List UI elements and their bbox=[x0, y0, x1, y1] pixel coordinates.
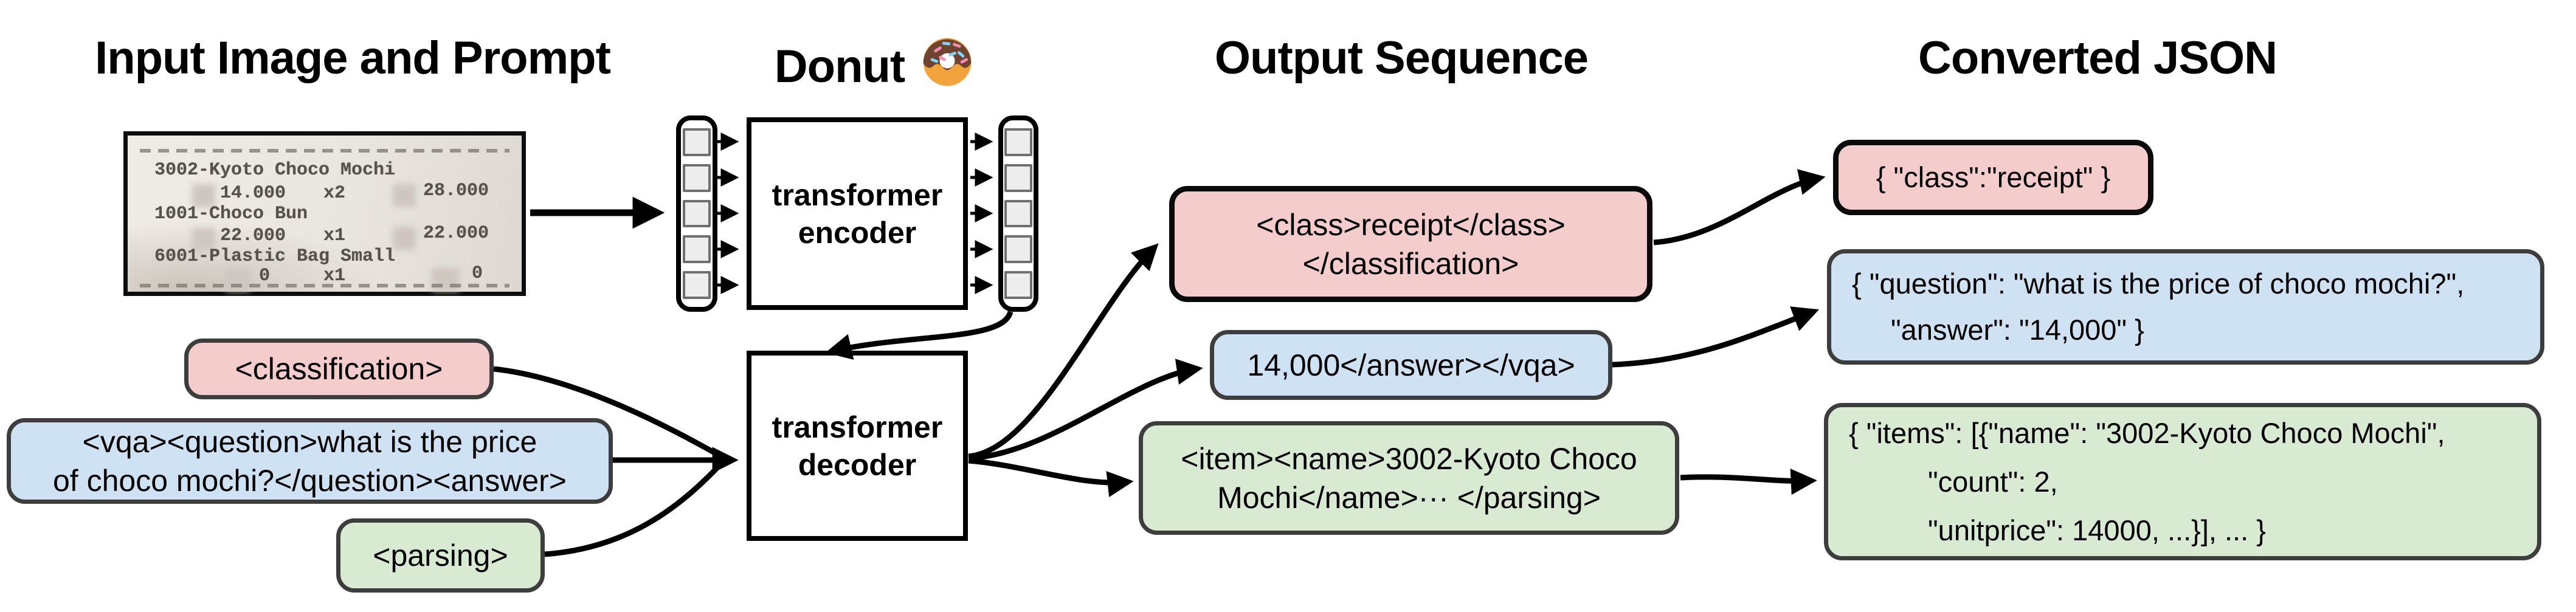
receipt-redaction bbox=[393, 227, 416, 250]
prompt-parsing-text: <parsing> bbox=[373, 538, 508, 572]
receipt-redaction bbox=[432, 268, 460, 291]
arrows-encoder-to-patches bbox=[970, 132, 993, 294]
column-title-json: Converted JSON bbox=[1918, 32, 2277, 84]
arrow-decoder-to-parsing bbox=[968, 458, 1134, 498]
receipt-image: 3002-Kyoto Choco Mochi 14.000 x2 28.000 … bbox=[123, 131, 526, 296]
receipt-qty: x2 bbox=[323, 183, 346, 204]
patch-token bbox=[1004, 128, 1032, 156]
patch-token bbox=[1004, 163, 1032, 192]
output-classification-text: <class>receipt</class> bbox=[1256, 207, 1566, 242]
output-classification-box: <class>receipt</class> </classification> bbox=[1169, 186, 1652, 302]
receipt-qty: x1 bbox=[323, 225, 346, 246]
patch-token bbox=[683, 163, 711, 192]
prompt-vqa-box: <vqa><question>what is the price of choc… bbox=[7, 418, 613, 504]
receipt-separator-top bbox=[140, 149, 509, 153]
output-vqa-text: 14,000</answer></vqa> bbox=[1247, 348, 1575, 382]
arrow-classification-to-json bbox=[1653, 169, 1826, 246]
receipt-item-name: 3002-Kyoto Choco Mochi bbox=[154, 160, 396, 181]
json-vqa-box: { "question": "what is the price of choc… bbox=[1827, 249, 2544, 365]
column-title-output: Output Sequence bbox=[1214, 32, 1589, 84]
receipt-price: 22.000 bbox=[220, 225, 286, 246]
output-parsing-box: <item><name>3002-Kyoto Choco Mochi</name… bbox=[1139, 421, 1679, 535]
decoder-label: decoder bbox=[798, 447, 917, 482]
transformer-encoder-box: transformer encoder bbox=[747, 117, 968, 310]
json-classification-box: { "class":"receipt" } bbox=[1833, 140, 2153, 215]
patch-token bbox=[1004, 199, 1032, 228]
receipt-price: 14.000 bbox=[220, 183, 286, 204]
patch-token-column-input bbox=[676, 115, 717, 312]
arrow-parsing-to-json bbox=[1680, 469, 1817, 495]
output-parsing-text: <item><name>3002-Kyoto Choco bbox=[1181, 441, 1637, 476]
receipt-qty: x1 bbox=[323, 266, 346, 286]
receipt-redaction bbox=[393, 184, 416, 207]
patch-token bbox=[683, 271, 711, 299]
receipt-total: 0 bbox=[472, 263, 483, 284]
prompt-classification-box: <classification> bbox=[184, 339, 494, 399]
encoder-label: encoder bbox=[798, 215, 917, 250]
patch-token-column-encoded bbox=[998, 115, 1038, 312]
patch-token bbox=[683, 235, 711, 264]
receipt-redaction bbox=[192, 184, 215, 207]
json-vqa-text: { "question": "what is the price of choc… bbox=[1852, 267, 2465, 300]
receipt-redaction bbox=[192, 228, 215, 251]
transformer-decoder-box: transformer decoder bbox=[747, 351, 968, 541]
json-parsing-text: "unitprice": 14000, ...}], ... } bbox=[1928, 514, 2266, 546]
json-classification-text: { "class":"receipt" } bbox=[1876, 161, 2111, 193]
encoder-label: transformer bbox=[772, 177, 943, 212]
arrow-encoder-to-decoder bbox=[825, 311, 1013, 360]
output-classification-text: </classification> bbox=[1302, 246, 1519, 281]
json-vqa-text: "answer": "14,000" } bbox=[1891, 314, 2144, 346]
arrow-vqa-to-json bbox=[1612, 306, 1820, 368]
prompt-classification-text: <classification> bbox=[235, 352, 443, 386]
output-vqa-box: 14,000</answer></vqa> bbox=[1210, 330, 1612, 400]
json-parsing-text: "count": 2, bbox=[1928, 465, 2058, 498]
arrow-decoder-to-classification bbox=[968, 243, 1159, 459]
receipt-item-name: 1001-Choco Bun bbox=[154, 204, 308, 224]
receipt-redaction bbox=[225, 268, 250, 291]
donut-emoji-icon bbox=[918, 32, 976, 101]
prompt-vqa-text: of choco mochi?</question><answer> bbox=[53, 463, 567, 498]
column-title-model: Donut bbox=[748, 32, 1003, 101]
json-parsing-text: { "items": [{"name": "3002-Kyoto Choco M… bbox=[1849, 416, 2445, 449]
patch-token bbox=[683, 128, 711, 156]
receipt-item-name: 6001-Plastic Bag Small bbox=[154, 246, 396, 267]
receipt-total: 22.000 bbox=[423, 223, 489, 244]
receipt-total: 28.000 bbox=[423, 181, 489, 201]
receipt-separator-bottom bbox=[140, 284, 509, 287]
decoder-label: transformer bbox=[772, 410, 943, 444]
prompt-vqa-text: <vqa><question>what is the price bbox=[82, 424, 537, 459]
prompt-parsing-box: <parsing> bbox=[336, 518, 545, 593]
model-name-label: Donut bbox=[774, 40, 905, 92]
patch-token bbox=[1004, 235, 1032, 264]
output-parsing-text: Mochi</name>··· </parsing> bbox=[1217, 480, 1601, 515]
receipt-price: 0 bbox=[259, 266, 271, 286]
column-title-input: Input Image and Prompt bbox=[95, 32, 611, 84]
json-parsing-box: { "items": [{"name": "3002-Kyoto Choco M… bbox=[1824, 403, 2541, 560]
patch-token bbox=[1004, 271, 1032, 299]
patch-token bbox=[683, 199, 711, 228]
